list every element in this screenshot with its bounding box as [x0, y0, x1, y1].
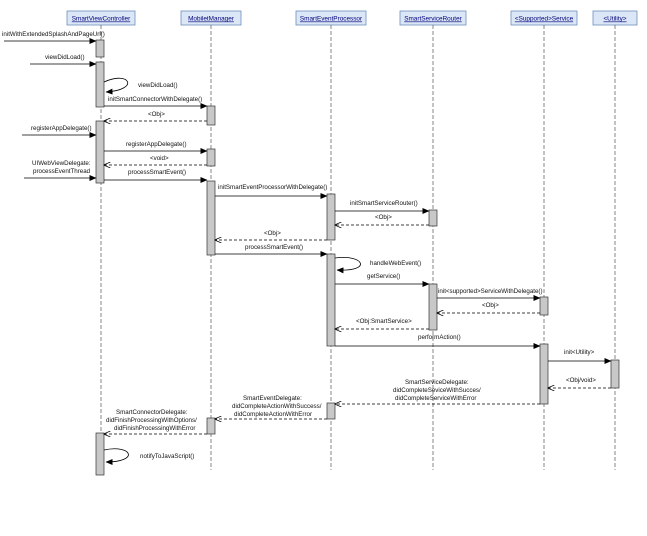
message-label: SmartServiceDelegate:	[405, 379, 469, 386]
participant-mobilet-manager: MobiletManager	[180, 10, 242, 26]
message-label: initSmartConnectorWithDelegate()	[108, 96, 202, 103]
message-label: viewDidLoad()	[138, 82, 178, 89]
message-label: registerAppDelegate()	[31, 125, 92, 132]
self-message-arrow	[334, 257, 361, 274]
participant-label: SmartViewController	[72, 16, 131, 23]
activation-bar	[428, 209, 438, 227]
activation-bar	[326, 193, 336, 241]
message-label: handleWebEvent()	[370, 260, 421, 267]
message-label: didCompleteActionWithError	[234, 411, 312, 418]
activation-bar	[95, 61, 105, 108]
activation-bar	[95, 432, 105, 476]
activation-bar	[206, 148, 216, 167]
message-label: <Obj>	[264, 230, 281, 237]
message-label: initSmartServiceRouter()	[350, 200, 418, 207]
self-message-arrow	[103, 77, 128, 95]
message-label: SmartConnectorDelegate:	[116, 409, 188, 416]
message-label: viewDidLoad()	[45, 54, 85, 61]
activation-bar	[326, 253, 336, 347]
participant-label: <Supported>Service	[515, 16, 574, 23]
message-label: didCompleteActionWithSuccess/	[232, 403, 322, 410]
message-label: <Obj:SmartService>	[356, 318, 412, 325]
self-message-arrow	[103, 448, 129, 465]
message-label: didCompleteServiceWithError	[395, 395, 477, 402]
message-label: SmartEventDelegate:	[243, 395, 302, 402]
message-label: <Obj>	[375, 214, 392, 221]
activation-bar	[206, 105, 216, 126]
message-label: <void>	[150, 155, 169, 162]
participant-smart-service-router: SmartServiceRouter	[399, 10, 467, 26]
participant-smart-view-controller: SmartViewController	[66, 10, 136, 26]
message-label: UIWebViewDelegate:	[32, 160, 91, 167]
message-label: <Obj/void>	[566, 377, 596, 384]
message-label: <Obj>	[482, 302, 499, 309]
participant-utility: <Utility>	[592, 10, 638, 26]
message-label: didFinishProcessingWithOptions/	[106, 417, 197, 424]
activation-bar	[539, 343, 549, 405]
participant-label: MobiletManager	[188, 16, 235, 23]
message-label: didCompleteSeviceWithSucces/	[393, 387, 481, 394]
message-label: init<Utility>	[564, 349, 595, 356]
activation-bar	[95, 39, 105, 58]
activation-bar	[95, 120, 105, 184]
activation-bar	[539, 296, 549, 316]
activation-bar	[206, 417, 216, 435]
activation-bar	[206, 180, 216, 256]
message-label: performAction()	[418, 334, 461, 341]
message-label: didFinishProcessingWithError	[114, 425, 196, 432]
activation-bar	[428, 283, 438, 331]
message-label: processEventThread	[33, 168, 91, 175]
message-label: getService()	[367, 273, 400, 280]
activation-bar	[610, 359, 620, 389]
participant-label: <Utility>	[603, 16, 626, 23]
activation-bar	[326, 402, 336, 420]
message-label: processSmartEvent()	[128, 169, 186, 176]
message-label: initWithExtendedSplashAndPageUrl()	[2, 31, 105, 38]
participant-label: SmartServiceRouter	[404, 16, 462, 23]
participant-supported-service: <Supported>Service	[510, 10, 578, 26]
participant-label: SmartEventProcessor	[300, 16, 363, 23]
participant-smart-event-processor: SmartEventProcessor	[295, 10, 367, 26]
message-label: init<supported>ServiceWithDelegate()	[438, 288, 543, 295]
message-label: processSmartEvent()	[245, 244, 303, 251]
message-label: initSmartEventProcessorWithDelegate()	[218, 184, 327, 191]
message-label: registerAppDelegate()	[126, 141, 187, 148]
message-label: <Obj>	[148, 111, 165, 118]
message-label: notifyToJavaScript()	[140, 453, 194, 460]
